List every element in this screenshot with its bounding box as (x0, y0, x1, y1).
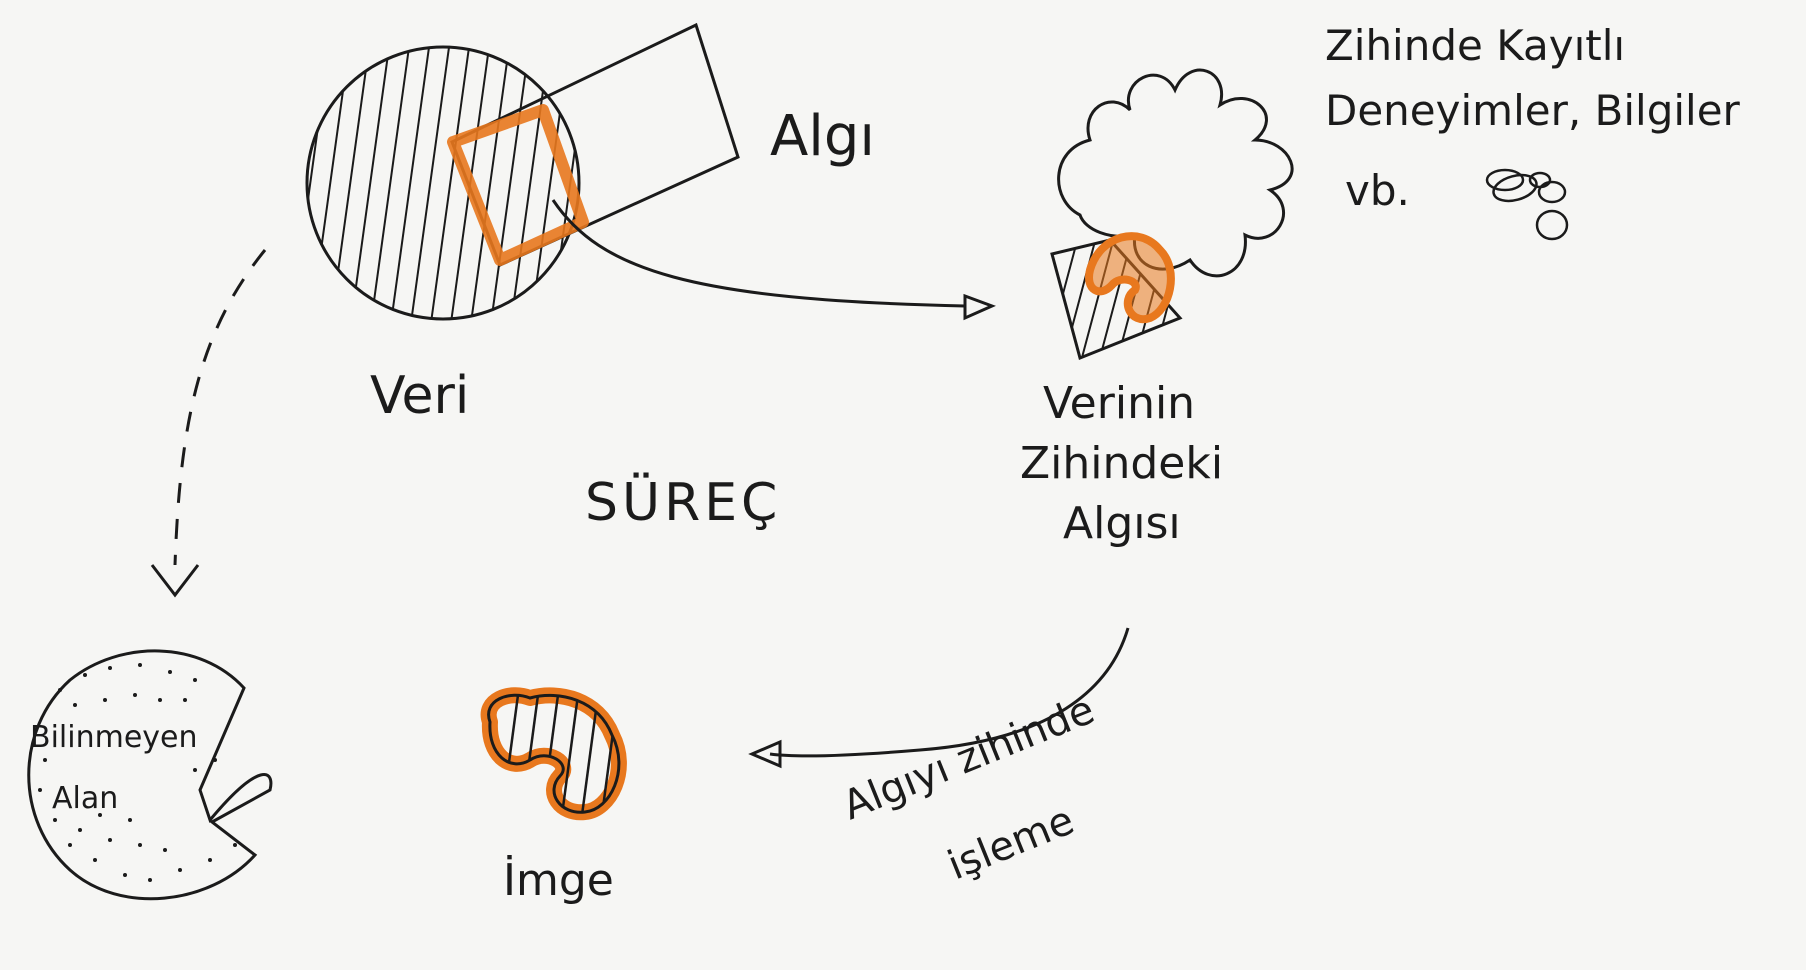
isleme-label-line2: işleme (942, 797, 1081, 889)
veri-hatching (290, 40, 590, 330)
kayitli-label-line3: vb. (1345, 166, 1410, 215)
kayitli-label-line1: Zihinde Kayıtlı (1325, 21, 1625, 70)
veri-label: Veri (370, 366, 469, 426)
scribble-mark (1487, 170, 1567, 239)
perception-fragment (1040, 230, 1188, 380)
bilinmeyen-label-line2: Alan (52, 781, 118, 816)
verinin-label-line3: Algısı (1063, 498, 1181, 549)
verinin-label-line2: Zihindeki (1020, 438, 1223, 489)
perception-arrow (553, 200, 992, 318)
kayitli-label-line2: Deneyimler, Bilgiler (1325, 86, 1741, 135)
unknown-area-shape (29, 651, 271, 899)
algi-label: Algı (770, 104, 875, 169)
veri-circle (290, 40, 590, 330)
imge-label: İmge (503, 854, 614, 906)
bilinmeyen-label-line1: Bilinmeyen (30, 720, 198, 755)
dashed-arrow (152, 250, 265, 595)
verinin-label-line1: Verinin (1043, 378, 1195, 429)
surec-label: SÜREÇ (585, 472, 781, 533)
imge-shape (489, 680, 620, 830)
